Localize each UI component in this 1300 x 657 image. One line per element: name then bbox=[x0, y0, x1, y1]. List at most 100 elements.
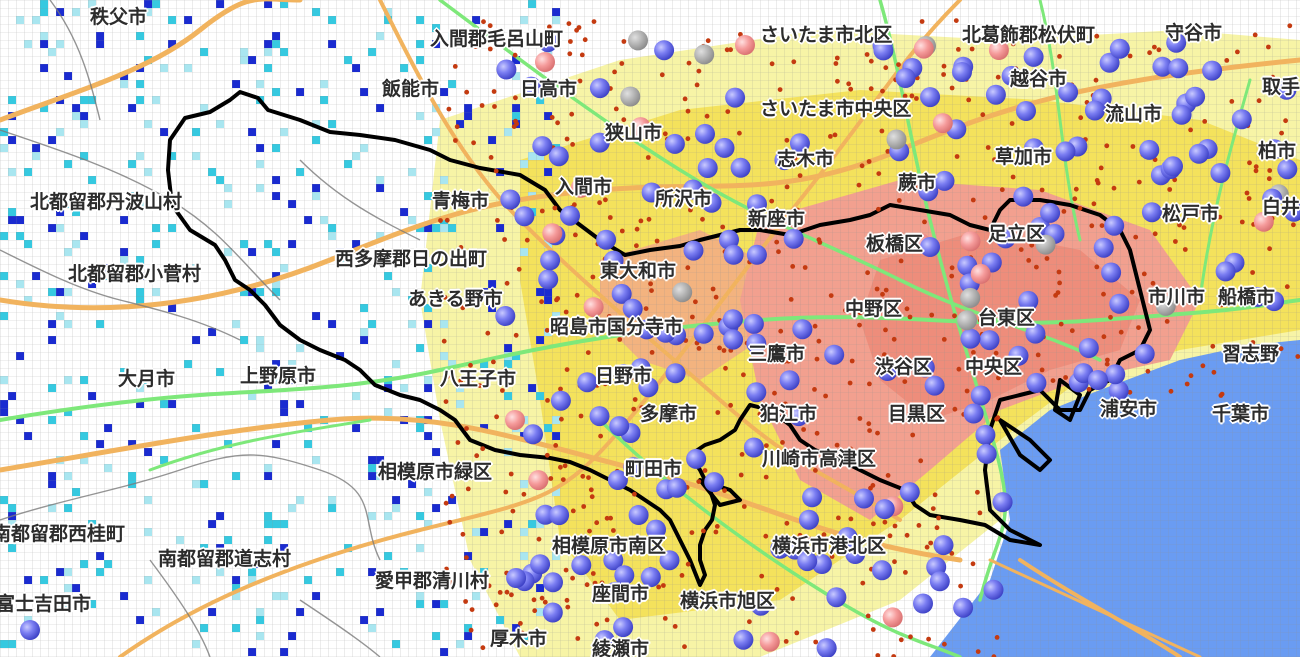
incident-dot bbox=[1256, 98, 1262, 104]
station-marker bbox=[1008, 345, 1029, 366]
station-marker bbox=[594, 630, 615, 651]
incident-dot bbox=[1053, 293, 1058, 298]
incident-dot bbox=[876, 171, 882, 177]
incident-dot bbox=[590, 571, 596, 576]
incident-dot bbox=[821, 532, 827, 538]
incident-dot bbox=[584, 582, 590, 588]
incident-dot bbox=[504, 589, 510, 595]
incident-dot bbox=[898, 637, 904, 643]
incident-dot bbox=[471, 140, 476, 146]
incident-dot bbox=[705, 38, 711, 44]
incident-dot bbox=[992, 157, 997, 163]
incident-dot bbox=[1026, 258, 1032, 263]
place-label-kashiwa: 柏市 bbox=[1258, 140, 1297, 162]
incident-dot bbox=[784, 137, 790, 143]
station-marker bbox=[666, 477, 687, 498]
station-marker bbox=[837, 527, 858, 548]
incident-dot bbox=[1156, 47, 1162, 53]
incident-dot bbox=[1127, 389, 1133, 395]
station-marker bbox=[589, 406, 610, 427]
incident-dot bbox=[882, 352, 887, 358]
incident-dot bbox=[1150, 280, 1156, 286]
place-label-ome: 青梅市 bbox=[432, 190, 490, 212]
station-marker bbox=[730, 157, 751, 178]
incident-dot bbox=[795, 207, 800, 213]
station-marker bbox=[934, 170, 955, 191]
station-marker bbox=[1088, 370, 1108, 390]
station-marker bbox=[1016, 101, 1036, 121]
incident-dot bbox=[866, 159, 872, 164]
place-label-itabashi: 板橋区 bbox=[866, 233, 924, 255]
station-marker bbox=[1078, 338, 1099, 358]
station-marker bbox=[979, 330, 1000, 351]
station-marker bbox=[1018, 290, 1039, 311]
incident-dot bbox=[875, 653, 881, 657]
incident-dot bbox=[504, 280, 510, 286]
station-marker bbox=[530, 554, 551, 575]
incident-dot bbox=[828, 134, 833, 139]
station-marker bbox=[1023, 138, 1044, 159]
station-marker bbox=[500, 189, 521, 210]
incident-dot bbox=[570, 575, 575, 581]
incident-dot bbox=[713, 529, 719, 535]
incident-dot bbox=[866, 421, 872, 427]
incident-dot bbox=[832, 132, 838, 138]
incident-dot bbox=[473, 44, 478, 49]
incident-dot bbox=[521, 491, 527, 497]
place-label-fujiyoshida: 富士吉田市 bbox=[0, 593, 92, 615]
station-marker bbox=[976, 443, 997, 464]
incident-dot bbox=[577, 78, 583, 84]
station-marker bbox=[603, 250, 624, 271]
station-marker bbox=[571, 555, 592, 576]
place-label-niiza: 新座市 bbox=[748, 208, 806, 230]
incident-dot bbox=[814, 430, 820, 436]
incident-dot bbox=[447, 519, 453, 525]
incident-dot bbox=[1202, 119, 1208, 124]
incident-dot bbox=[1284, 284, 1290, 290]
incident-dot bbox=[603, 197, 608, 203]
station-marker bbox=[628, 30, 648, 51]
incident-dot bbox=[896, 198, 902, 203]
place-label-komae: 狛江市 bbox=[760, 403, 818, 425]
incident-dot bbox=[446, 106, 452, 112]
place-label-matsudo: 松戸市 bbox=[1162, 203, 1220, 225]
incident-dot bbox=[454, 124, 460, 130]
facility-marker bbox=[970, 263, 991, 284]
incident-dot bbox=[443, 399, 449, 404]
incident-dot bbox=[1266, 44, 1271, 50]
incident-dot bbox=[784, 520, 790, 526]
incident-dot bbox=[449, 580, 454, 585]
incident-dot bbox=[1167, 187, 1173, 192]
facility-marker bbox=[759, 631, 780, 652]
station-marker bbox=[1168, 58, 1189, 79]
incident-dot bbox=[1133, 234, 1139, 240]
station-marker bbox=[992, 492, 1013, 513]
incident-dot bbox=[1172, 177, 1178, 183]
place-label-kitakatsushika-matsubushi: 北葛飾郡松伏町 bbox=[962, 24, 1096, 46]
incident-dot bbox=[1168, 388, 1174, 394]
incident-dot bbox=[1152, 44, 1157, 50]
station-marker bbox=[985, 84, 1006, 105]
incident-dot bbox=[469, 607, 475, 612]
incident-dot bbox=[776, 249, 781, 255]
station-marker bbox=[1247, 286, 1268, 307]
incident-dot bbox=[932, 492, 938, 498]
incident-dot bbox=[898, 360, 904, 365]
incident-dot bbox=[1039, 367, 1045, 373]
incident-dot bbox=[545, 398, 550, 403]
incident-dot bbox=[558, 386, 563, 392]
incident-dot bbox=[956, 47, 961, 52]
incident-dot bbox=[569, 111, 575, 117]
incident-dot bbox=[912, 406, 918, 412]
incident-dot bbox=[1108, 314, 1113, 320]
station-marker bbox=[1058, 82, 1079, 103]
incident-dot bbox=[723, 365, 728, 371]
incident-dot bbox=[1091, 201, 1097, 207]
incident-dot bbox=[1252, 32, 1258, 38]
place-label-narashino: 習志野 bbox=[1222, 343, 1280, 365]
incident-dot bbox=[492, 104, 497, 109]
incident-dot bbox=[871, 521, 876, 527]
incident-dot bbox=[452, 64, 458, 69]
